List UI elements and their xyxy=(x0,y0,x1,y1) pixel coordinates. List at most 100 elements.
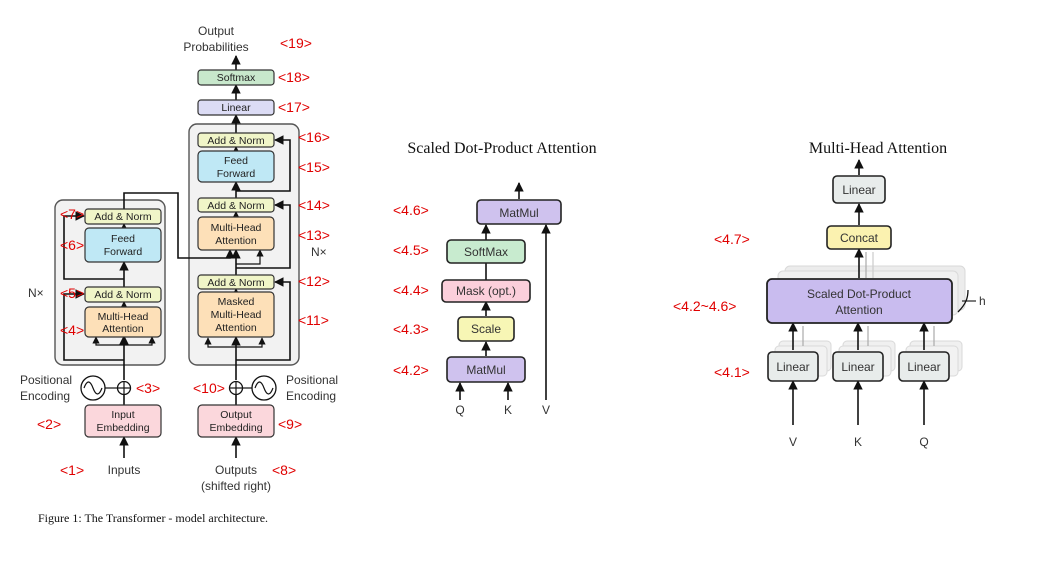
outputs-label-1: Outputs xyxy=(215,463,257,477)
marker-10: <10> xyxy=(193,380,225,396)
mha-v-label: V xyxy=(789,435,797,449)
marker-18: <18> xyxy=(278,69,310,85)
marker-12: <12> xyxy=(298,273,330,289)
encoder-positional-encoding xyxy=(80,375,132,401)
mha-linear-k: Linear xyxy=(832,351,884,382)
marker-4-1: <4.1> xyxy=(714,364,750,380)
mha-linear-top: Linear xyxy=(832,175,886,204)
output-probabilities-label-2: Probabilities xyxy=(183,40,248,54)
input-embedding: Input Embedding xyxy=(84,404,162,438)
decoder-nx-label: N× xyxy=(311,245,327,259)
marker-14: <14> xyxy=(298,197,330,213)
sdp-mask: Mask (opt.) xyxy=(441,279,531,303)
input-embedding-label-1: Input xyxy=(111,409,134,421)
output-embedding: Output Embedding xyxy=(197,404,275,438)
decoder-masked-attention: Masked Multi-Head Attention xyxy=(197,291,275,338)
marker-4-2-4-6: <4.2~4.6> xyxy=(673,298,736,314)
decoder-multi-head-attention: Multi-Head Attention xyxy=(197,216,275,251)
mha-h-label: h xyxy=(979,294,986,308)
encoder-feed-forward-label-2: Forward xyxy=(104,246,143,258)
decoder-add-norm-3: Add & Norm xyxy=(197,132,275,148)
decoder-positional-label-1: Positional xyxy=(286,373,338,387)
decoder-add-norm-1: Add & Norm xyxy=(197,274,275,290)
marker-16: <16> xyxy=(298,129,330,145)
outputs-label-2: (shifted right) xyxy=(201,479,271,493)
sdp-title: Scaled Dot-Product Attention xyxy=(407,140,596,157)
sdp-markers: <4.6> <4.5> <4.4> <4.3> <4.2> xyxy=(393,202,429,378)
encoder-block xyxy=(54,199,166,366)
marker-17: <17> xyxy=(278,99,310,115)
sdp-matmul-bottom: MatMul xyxy=(446,356,526,383)
output-probabilities-label-1: Output xyxy=(198,24,235,38)
mha-figure: Multi-Head Attention xyxy=(673,140,986,449)
sdp-scale-label: Scale xyxy=(471,322,501,336)
encoder-nx-label: N× xyxy=(28,286,44,300)
mha-sdp-label-2: Attention xyxy=(835,303,882,317)
encoder-add-norm-2: Add & Norm xyxy=(84,208,162,225)
marker-4-4: <4.4> xyxy=(393,282,429,298)
encoder-add-norm-1-label: Add & Norm xyxy=(94,289,151,301)
encoder-feed-forward: Feed Forward xyxy=(84,227,162,263)
encoder-mha-label-1: Multi-Head xyxy=(98,311,149,323)
encoder-add-norm-1: Add & Norm xyxy=(84,286,162,303)
marker-5: <5> xyxy=(60,285,84,301)
marker-2: <2> xyxy=(37,416,61,432)
decoder-mha-label-1: Multi-Head xyxy=(211,222,262,234)
marker-3: <3> xyxy=(136,380,160,396)
decoder-mha-label-2: Attention xyxy=(215,235,257,247)
decoder-add-norm-3-label: Add & Norm xyxy=(207,135,264,147)
marker-19: <19> xyxy=(280,35,312,51)
encoder-positional-label-1: Positional xyxy=(20,373,72,387)
marker-6: <6> xyxy=(60,237,84,253)
decoder-feed-forward-label-2: Forward xyxy=(217,168,256,180)
output-softmax: Softmax xyxy=(197,69,275,86)
decoder-positional-label-2: Encoding xyxy=(286,389,336,403)
transformer-figure: Add & Norm Feed Forward Add & Norm Multi… xyxy=(20,24,338,525)
sdp-softmax: SoftMax xyxy=(446,239,526,264)
output-embedding-label-1: Output xyxy=(220,409,252,421)
sdp-matmul-bottom-label: MatMul xyxy=(466,363,505,377)
marker-7: <7> xyxy=(60,206,84,222)
mha-q-label: Q xyxy=(919,435,928,449)
sdp-matmul-top-label: MatMul xyxy=(499,206,538,220)
decoder-masked-label-1: Masked xyxy=(218,296,255,308)
decoder-add-norm-2: Add & Norm xyxy=(197,197,275,213)
sdp-k-label: K xyxy=(504,403,512,417)
sdp-matmul-top: MatMul xyxy=(476,199,562,225)
output-linear-label: Linear xyxy=(221,102,251,114)
mha-markers: <4.7> <4.2~4.6> <4.1> xyxy=(673,231,750,380)
sdp-q-label: Q xyxy=(455,403,464,417)
decoder-feed-forward-label-1: Feed xyxy=(224,155,248,167)
figure1-markers: <1> <2> <3> <4> <5> <6> <7> <8> <9> <10>… xyxy=(37,35,330,478)
mha-title: Multi-Head Attention xyxy=(809,140,947,157)
marker-4-6: <4.6> xyxy=(393,202,429,218)
mha-linear-v-label: Linear xyxy=(776,360,809,374)
input-embedding-label-2: Embedding xyxy=(96,422,149,434)
output-softmax-label: Softmax xyxy=(217,72,256,84)
decoder-feed-forward: Feed Forward xyxy=(197,150,275,183)
marker-4: <4> xyxy=(60,322,84,338)
mha-sdp-box: Scaled Dot-Product Attention xyxy=(766,278,953,324)
mha-sdp-label-1: Scaled Dot-Product xyxy=(807,287,912,301)
sdp-figure: Scaled Dot-Product Attention MatMul Soft… xyxy=(393,140,597,417)
sdp-v-label: V xyxy=(542,403,550,417)
marker-13: <13> xyxy=(298,227,330,243)
decoder-add-norm-2-label: Add & Norm xyxy=(207,200,264,212)
marker-8: <8> xyxy=(272,462,296,478)
mha-linear-k-label: Linear xyxy=(841,360,874,374)
encoder-positional-label-2: Encoding xyxy=(20,389,70,403)
mha-linear-top-label: Linear xyxy=(842,183,875,197)
mha-concat: Concat xyxy=(826,225,892,250)
decoder-masked-label-3: Attention xyxy=(215,322,257,334)
sdp-softmax-label: SoftMax xyxy=(464,245,508,259)
sdp-mask-label: Mask (opt.) xyxy=(456,284,516,298)
mha-connectors xyxy=(788,159,976,425)
marker-4-7: <4.7> xyxy=(714,231,750,247)
mha-linear-q: Linear xyxy=(898,351,950,382)
sdp-scale: Scale xyxy=(457,316,515,342)
encoder-multi-head-attention: Multi-Head Attention xyxy=(84,306,162,338)
encoder-feed-forward-label-1: Feed xyxy=(111,233,135,245)
marker-15: <15> xyxy=(298,159,330,175)
marker-4-2: <4.2> xyxy=(393,362,429,378)
